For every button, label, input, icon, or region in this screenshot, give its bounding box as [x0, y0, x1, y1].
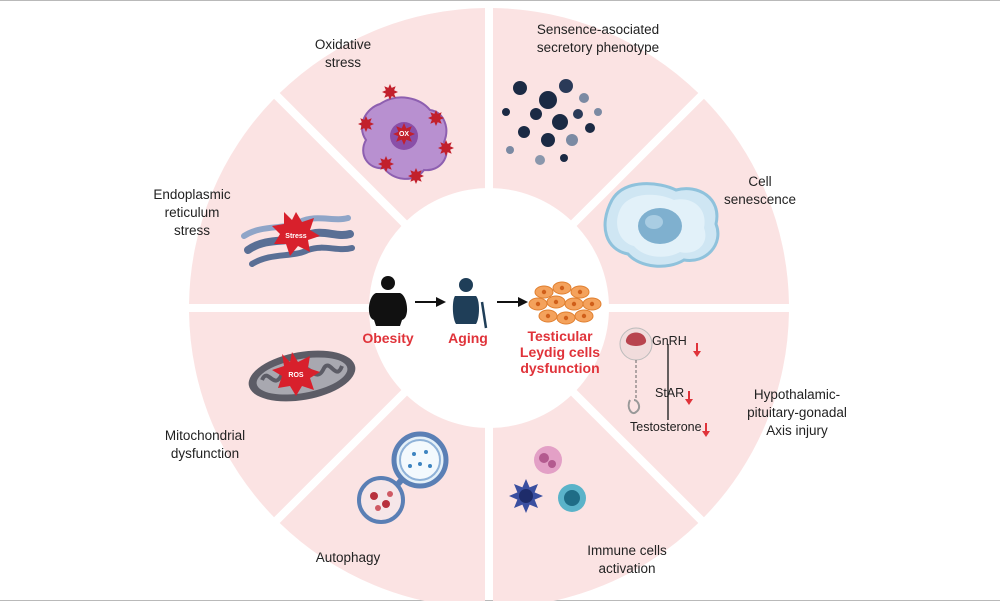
- sasp-particle: [502, 108, 510, 116]
- leydig-nucleus: [541, 289, 547, 295]
- autophagy-label: Autophagy: [316, 550, 381, 565]
- macrophage-nucleus: [519, 489, 533, 503]
- segment-er: [189, 98, 402, 305]
- segment-ring: [189, 8, 789, 601]
- sasp-particles-icon: [502, 79, 602, 165]
- sasp-particle: [541, 133, 555, 147]
- leydig-nucleus: [535, 301, 541, 307]
- senescence-label-line2: senescence: [724, 192, 796, 207]
- sasp-particle: [535, 155, 545, 165]
- endoplasmic-reticulum-icon: [241, 212, 355, 267]
- oxidative-label-line2: stress: [325, 55, 361, 70]
- sasp-particle: [539, 91, 557, 109]
- aging-label: Aging: [448, 330, 488, 346]
- ros-burst-icons: [358, 84, 454, 184]
- gnrh-label: GnRH: [652, 334, 687, 348]
- er-label-line1: Endoplasmic: [153, 187, 231, 202]
- ros-star-icon: [438, 140, 454, 156]
- mitochondrion-icon: [248, 350, 356, 402]
- leydig-nucleus: [589, 301, 595, 307]
- ros-star-icon: [393, 123, 415, 145]
- hpg-label-line1: Hypothalamic-: [754, 387, 840, 402]
- star-down-arrow-icon: [685, 391, 693, 405]
- leydig-label-line1: Testicular: [527, 328, 593, 344]
- ros-star-icon: [408, 168, 424, 184]
- sasp-particle: [552, 114, 568, 130]
- obese-person-icon: [368, 276, 408, 326]
- leydig-nucleus: [577, 289, 583, 295]
- ros-star-icon: [382, 84, 398, 100]
- leydig-nucleus: [571, 301, 577, 307]
- arrow-obesity-to-aging: [415, 297, 446, 307]
- leydig-nucleus: [545, 313, 551, 319]
- autophagy-icon: [357, 431, 449, 524]
- sasp-label-line2: secretory phenotype: [537, 40, 659, 55]
- er-label-line2: reticulum: [165, 205, 220, 220]
- obesity-label: Obesity: [362, 330, 414, 346]
- hpg-label-line2: pituitary-gonadal: [747, 405, 847, 420]
- testosterone-label: Testosterone: [630, 420, 702, 434]
- star-label: StAR: [655, 386, 684, 400]
- oxidative-label-line1: Oxidative: [315, 37, 371, 52]
- stress-badge: Stress: [285, 233, 307, 240]
- ros-badge: ROS: [288, 372, 304, 379]
- sasp-particle: [585, 123, 595, 133]
- ros-star-icon: [378, 156, 394, 172]
- ros-star-icon: [428, 110, 444, 126]
- sasp-particle: [518, 126, 530, 138]
- leydig-label-line2: Leydig cells: [520, 344, 600, 360]
- leydig-nucleus: [563, 315, 569, 321]
- immune-label-line1: Immune cells: [587, 543, 667, 558]
- er-label-line3: stress: [174, 223, 210, 238]
- sasp-particle: [506, 146, 514, 154]
- sasp-particle: [573, 109, 583, 119]
- hpg-axis-icon: [619, 327, 669, 420]
- arrow-aging-to-leydig: [497, 297, 528, 307]
- hpg-label-line3: Axis injury: [766, 423, 828, 438]
- leydig-nucleus: [559, 285, 565, 291]
- senescence-label-line1: Cell: [748, 174, 771, 189]
- macrophage-icon: [509, 479, 543, 513]
- leydig-label-line3: dysfunction: [520, 360, 599, 376]
- testosterone-down-arrow-icon: [702, 423, 710, 437]
- leydig-nucleus: [581, 313, 587, 319]
- sasp-particle: [560, 154, 568, 162]
- leydig-nucleus: [553, 299, 559, 305]
- ox-badge: OX: [399, 131, 409, 138]
- sasp-particle: [513, 81, 527, 95]
- senescent-cell-icon: [603, 182, 720, 268]
- sasp-particle: [566, 134, 578, 146]
- gnrh-down-arrow-icon: [693, 343, 701, 357]
- mito-label-line2: dysfunction: [171, 446, 239, 461]
- sasp-particle: [559, 79, 573, 93]
- sasp-particle: [594, 108, 602, 116]
- sasp-particle: [579, 93, 589, 103]
- segment-hpg: [576, 311, 789, 518]
- sasp-label-line1: Sensence-asociated: [537, 22, 659, 37]
- immune-label-line2: activation: [598, 561, 655, 576]
- ros-star-icon: [358, 116, 374, 132]
- elderly-person-icon: [452, 278, 488, 329]
- sasp-particle: [530, 108, 542, 120]
- immune-cells-icon: [509, 446, 586, 513]
- leydig-cells-icon: [528, 281, 602, 325]
- mito-label-line1: Mitochondrial: [165, 428, 245, 443]
